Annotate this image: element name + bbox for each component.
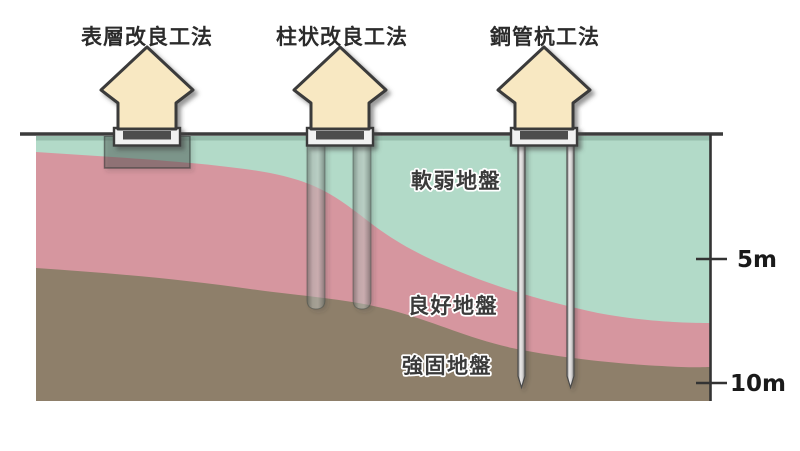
- foundation-bar: [520, 131, 568, 140]
- columnar-pile-right-icon: [352, 139, 372, 310]
- depth-scale: 5m 10m: [696, 134, 786, 401]
- layer-label-soft-ground: 軟弱地盤: [411, 169, 501, 193]
- layer-label-good-ground: 良好地盤: [408, 294, 498, 318]
- ground-cross-section: [36, 136, 710, 401]
- columnar-piles: [306, 139, 372, 310]
- house-columnar-method: [292, 45, 388, 147]
- steel-pipe-left-icon: [517, 139, 526, 390]
- house-arrow-icon: [99, 45, 195, 131]
- house-arrow-icon: [292, 45, 388, 131]
- steel-pipe-right-icon: [566, 139, 575, 390]
- foundation-bar: [123, 131, 171, 140]
- method-label-columnar: 柱状改良工法: [276, 25, 408, 49]
- house-arrow-icon: [496, 45, 592, 131]
- layer-label-firm-ground: 強固地盤: [402, 354, 492, 378]
- firm-ground-layer: [36, 268, 710, 401]
- house-steel-pipe-method: [496, 45, 592, 147]
- foundation-bar: [316, 131, 364, 140]
- columnar-pile-left-icon: [306, 139, 326, 310]
- house-surface-method: [99, 45, 195, 147]
- steel-pipe-piles: [517, 139, 575, 390]
- depth-label-10m: 10m: [730, 371, 786, 397]
- method-label-steel-pipe: 鋼管杭工法: [489, 25, 600, 49]
- depth-label-5m: 5m: [737, 247, 777, 273]
- method-label-surface: 表層改良工法: [81, 25, 213, 49]
